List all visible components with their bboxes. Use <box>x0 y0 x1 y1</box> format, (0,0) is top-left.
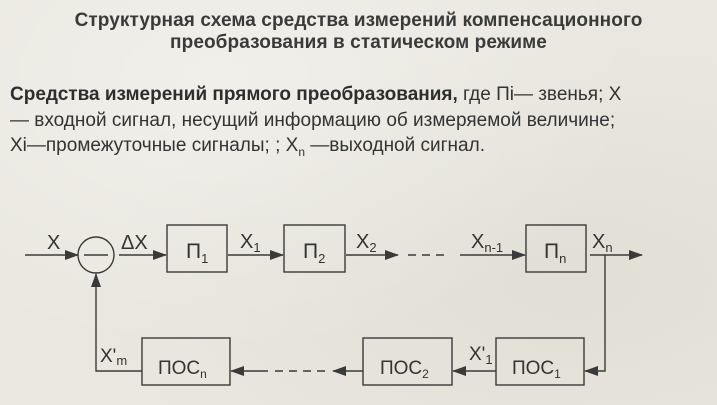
block-pn-label: Пn <box>544 240 566 266</box>
signal-xmprime-label: X'm <box>100 346 127 368</box>
description-line-3-a: Xi—промежуточные сигналы; ; X <box>10 135 299 156</box>
description-part-1: где Пi— звенья; X <box>457 84 622 105</box>
description-line-2: — входной сигнал, несущий информацию об … <box>10 109 616 131</box>
error-label: ΔX <box>121 232 148 254</box>
feedback-tap-line <box>584 255 606 376</box>
block-posn-label: ПОСn <box>158 358 207 381</box>
title-line-2: преобразования в статическом режиме <box>170 32 547 53</box>
signal-x1-label: X1 <box>240 231 261 255</box>
description-bold-lead: Средства измерений прямого преобразовани… <box>10 84 458 105</box>
description-line-3-sub: n <box>298 144 306 159</box>
signal-x2-label: X2 <box>356 231 377 255</box>
block-p1 <box>166 224 228 273</box>
feedback-return-line <box>91 273 142 372</box>
block-p2 <box>283 224 346 273</box>
description-line-1: Средства измерений прямого преобразовани… <box>10 82 715 108</box>
signal-x1prime-label: X'1 <box>469 344 493 367</box>
block-p2-label: П2 <box>303 240 325 266</box>
block-pos1 <box>495 337 585 386</box>
page-title: Структурная схема средства измерений ком… <box>0 10 717 54</box>
block-p1-label: П1 <box>186 240 208 266</box>
block-pos2 <box>362 337 453 386</box>
description-line-3: Xi—промежуточные сигналы; ; Xn —выходной… <box>10 133 715 165</box>
block-posn <box>141 337 231 386</box>
signal-xn1-label: Xn-1 <box>471 231 503 255</box>
title-line-1: Структурная схема средства измерений ком… <box>74 10 643 31</box>
block-pos2-label: ПОС2 <box>380 358 429 381</box>
signal-xn-label: Xn <box>592 231 613 255</box>
block-pn <box>525 224 587 273</box>
description-line-3-b: —выходной сигнал. <box>305 135 485 156</box>
input-label: X <box>47 232 60 254</box>
block-pos1-label: ПОС1 <box>512 358 561 381</box>
description-paragraph: Средства измерений прямого преобразовани… <box>10 82 715 165</box>
